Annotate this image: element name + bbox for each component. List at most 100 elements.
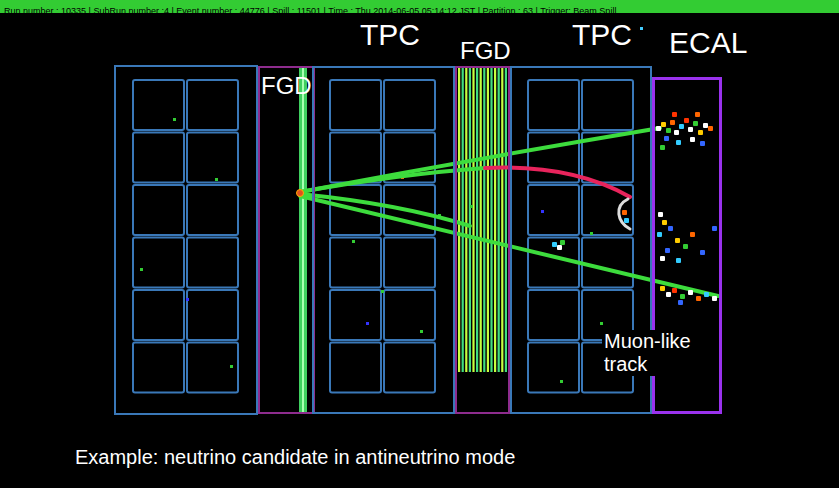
tpc-cell xyxy=(528,343,579,393)
fgd-stripes xyxy=(458,68,507,372)
hit xyxy=(675,238,680,243)
hit xyxy=(668,226,673,231)
detector-module: TPC xyxy=(312,66,455,414)
fgd-stripe xyxy=(465,68,467,372)
header-bar: Run number : 10335 | SubRun number :4 | … xyxy=(0,0,839,13)
tpc-cell xyxy=(330,343,381,393)
hit xyxy=(712,296,717,301)
tpc-cell xyxy=(384,238,435,288)
hit xyxy=(660,286,665,291)
hit xyxy=(693,121,698,126)
tpc-cell xyxy=(133,133,184,183)
ecal-hits xyxy=(552,112,717,305)
tpc-cell xyxy=(528,80,579,130)
noise-hit xyxy=(541,210,544,213)
hit xyxy=(690,232,695,237)
fgd-stripe xyxy=(458,68,460,372)
tpc-cell xyxy=(133,290,184,340)
module-label: ECAL xyxy=(669,26,747,59)
fgd-stripe xyxy=(498,68,500,372)
track xyxy=(300,194,470,226)
hit xyxy=(622,210,627,215)
hit xyxy=(679,124,684,129)
track xyxy=(300,128,660,192)
noise-hit xyxy=(186,298,189,301)
noise-hit xyxy=(140,268,143,271)
hit xyxy=(660,145,665,150)
fgd-stripe xyxy=(472,68,474,372)
tpc-cell xyxy=(133,80,184,130)
fgd-bar-core xyxy=(302,68,304,413)
hit xyxy=(662,220,667,225)
hit xyxy=(676,140,681,145)
module-label: FGD xyxy=(460,38,511,64)
fgd-stripe xyxy=(490,68,492,372)
fgd-bar xyxy=(299,68,307,413)
tpc-cell xyxy=(330,238,381,288)
noise-hit xyxy=(230,365,233,368)
tpc-cell xyxy=(384,290,435,340)
noise-hit xyxy=(366,322,369,325)
hit xyxy=(700,250,705,255)
fgd-stripe xyxy=(483,68,485,372)
hit xyxy=(700,141,705,146)
noise-hit xyxy=(173,118,176,121)
tpc-cell xyxy=(528,185,579,235)
hit xyxy=(695,112,700,117)
tpc-module xyxy=(115,66,257,414)
tpc-cell xyxy=(528,290,579,340)
hit xyxy=(703,123,708,128)
tpc-cell xyxy=(330,80,381,130)
noise-hit xyxy=(590,232,593,235)
hit xyxy=(688,290,693,295)
noise-hit xyxy=(420,330,423,333)
fgd-stripe xyxy=(476,68,478,372)
tpc-cell xyxy=(187,343,238,393)
hit xyxy=(624,218,629,223)
hit xyxy=(672,288,677,293)
hit xyxy=(698,130,703,135)
tpc-cell xyxy=(582,80,633,130)
tpc-cell xyxy=(133,185,184,235)
fgd-stripe xyxy=(469,68,471,372)
tpc-cell xyxy=(187,238,238,288)
hit xyxy=(704,292,709,297)
hit xyxy=(658,212,663,217)
hit xyxy=(552,242,557,247)
noise-hit xyxy=(352,240,355,243)
hit xyxy=(657,232,662,237)
track-hook xyxy=(619,199,630,229)
fgd-stripe xyxy=(480,68,482,372)
hit xyxy=(670,120,675,125)
noise-hit xyxy=(470,205,473,208)
tpc-cell xyxy=(330,290,381,340)
track xyxy=(300,168,485,192)
hit xyxy=(674,130,679,135)
tpc-cell xyxy=(133,343,184,393)
tpc-cell xyxy=(133,238,184,288)
tpc-cell xyxy=(187,133,238,183)
hit xyxy=(672,112,677,117)
tpc-cell xyxy=(187,80,238,130)
hit xyxy=(712,226,717,231)
module-label: TPC xyxy=(572,18,632,51)
detector-module: FGD xyxy=(258,66,315,414)
callout-label: Muon-like track xyxy=(602,330,710,376)
hit xyxy=(660,256,665,261)
hit xyxy=(690,137,695,142)
module-label: FGD xyxy=(261,73,312,99)
hit xyxy=(688,127,693,132)
fgd-stripe xyxy=(505,68,507,372)
hit xyxy=(661,122,666,127)
detector-module: FGD xyxy=(455,66,510,414)
tpc-cell xyxy=(330,133,381,183)
hit xyxy=(656,126,661,131)
hit xyxy=(680,294,685,299)
tpc-cell xyxy=(384,343,435,393)
noise-hit xyxy=(381,290,384,293)
tpc-cell xyxy=(582,238,633,288)
tpc-cell xyxy=(187,290,238,340)
hit xyxy=(683,244,688,249)
hit xyxy=(684,118,689,123)
